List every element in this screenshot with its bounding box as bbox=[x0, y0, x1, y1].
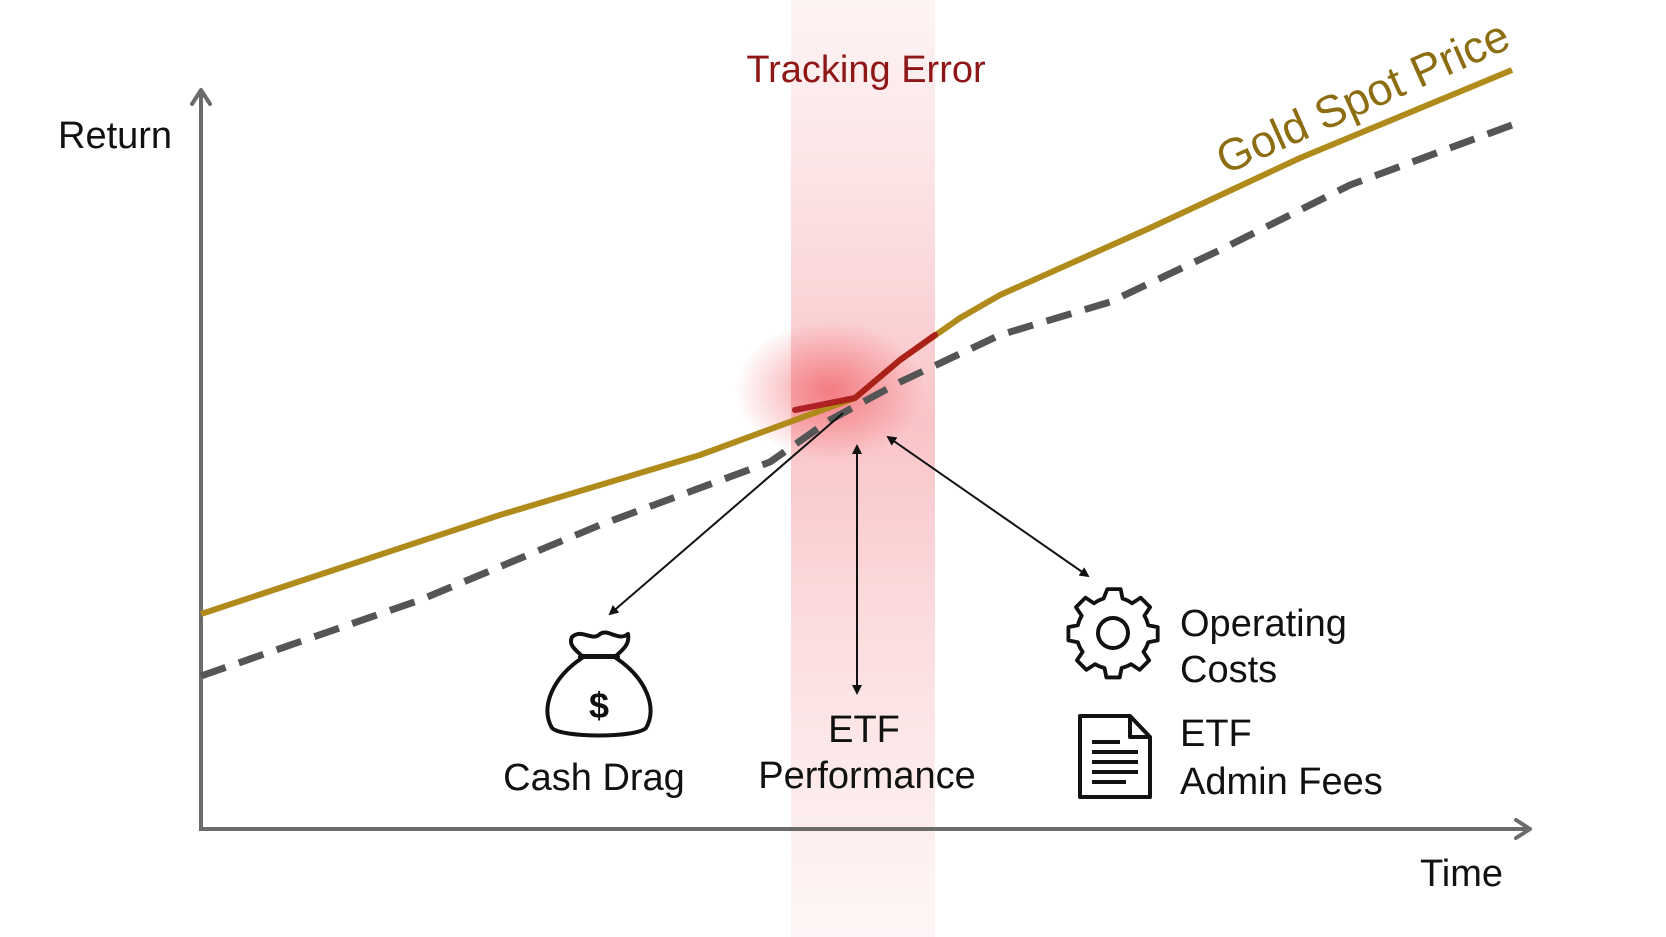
x-axis-label: Time bbox=[1420, 853, 1503, 895]
tracking-error-hotspot bbox=[735, 320, 925, 460]
admin-fees-label-line1: ETF bbox=[1180, 713, 1252, 755]
tracking-error-title: Tracking Error bbox=[746, 49, 986, 91]
cash-drag-arrow bbox=[608, 412, 844, 616]
admin-fees-label-line2: Admin Fees bbox=[1180, 761, 1383, 803]
y-axis-label: Return bbox=[58, 115, 172, 157]
operating-costs-arrow bbox=[886, 435, 1090, 578]
money-bag-icon: $ bbox=[545, 630, 653, 738]
cash-drag-label: Cash Drag bbox=[503, 757, 685, 799]
operating-costs-label-line2: Costs bbox=[1180, 649, 1277, 691]
document-icon bbox=[1078, 714, 1152, 799]
etf-performance-line bbox=[199, 121, 1514, 680]
operating-costs-label-line1: Operating bbox=[1180, 603, 1347, 645]
gear-icon bbox=[1066, 587, 1160, 680]
etf-performance-label-line2: Performance bbox=[758, 755, 976, 797]
svg-text:$: $ bbox=[589, 685, 609, 726]
gold-spot-price-label: Gold Spot Price bbox=[1208, 9, 1517, 184]
etf-performance-label-line1: ETF bbox=[828, 709, 900, 751]
gold-line-tracking-segment bbox=[792, 332, 938, 413]
